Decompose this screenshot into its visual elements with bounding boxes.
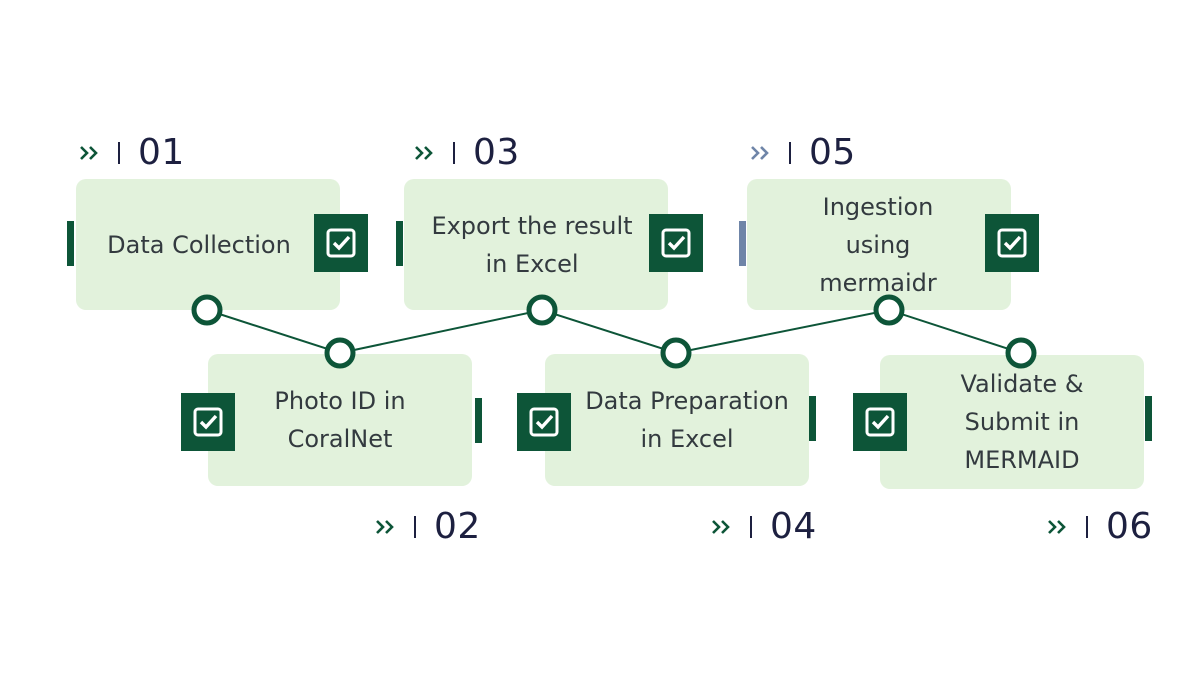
step-number-05: 05 — [749, 133, 856, 173]
checkbox-checked-icon — [517, 393, 571, 451]
checkbox-checked-icon — [314, 214, 368, 272]
step-label: Validate & Submit in MERMAID — [960, 370, 1084, 474]
step-side-bar — [475, 398, 482, 443]
checkbox-checked-icon — [649, 214, 703, 272]
step-label: Ingestion using mermaidr — [819, 192, 937, 297]
step-number-separator — [789, 142, 791, 164]
step-label: Data Preparation in Excel — [585, 387, 789, 453]
step-number-separator — [1086, 516, 1088, 538]
step-card-export-excel: Export the result in Excel — [404, 179, 668, 310]
step-number-06: 06 — [1046, 507, 1153, 547]
step-number-separator — [453, 142, 455, 164]
step-number-text: 01 — [138, 132, 185, 173]
step-number-text: 04 — [770, 506, 817, 547]
step-number-text: 03 — [473, 132, 520, 173]
step-number-02: 02 — [374, 507, 481, 547]
step-side-bar — [67, 221, 74, 266]
double-chevron-right-icon — [749, 143, 775, 163]
step-number-04: 04 — [710, 507, 817, 547]
step-label: Photo ID in CoralNet — [274, 387, 406, 453]
double-chevron-right-icon — [1046, 517, 1072, 537]
step-number-separator — [414, 516, 416, 538]
step-card-data-preparation: Data Preparation in Excel — [545, 354, 809, 486]
step-card-data-collection: Data Collection — [76, 179, 340, 310]
step-card-photo-id: Photo ID in CoralNet — [208, 354, 472, 486]
step-label: Export the result in Excel — [431, 211, 633, 278]
step-side-bar — [809, 396, 816, 441]
step-label: Data Collection — [107, 230, 291, 259]
step-number-03: 03 — [413, 133, 520, 173]
step-side-bar — [1145, 396, 1152, 441]
step-number-separator — [750, 516, 752, 538]
step-card-validate-submit: Validate & Submit in MERMAID — [880, 355, 1144, 489]
double-chevron-right-icon — [374, 517, 400, 537]
checkbox-checked-icon — [985, 214, 1039, 272]
double-chevron-right-icon — [710, 517, 736, 537]
step-side-bar — [739, 221, 746, 266]
step-number-text: 02 — [434, 506, 481, 547]
step-number-01: 01 — [78, 133, 185, 173]
double-chevron-right-icon — [413, 143, 439, 163]
step-number-text: 05 — [809, 132, 856, 173]
checkbox-checked-icon — [181, 393, 235, 451]
step-card-ingestion: Ingestion using mermaidr — [747, 179, 1011, 310]
step-number-separator — [118, 142, 120, 164]
step-number-text: 06 — [1106, 506, 1153, 547]
double-chevron-right-icon — [78, 143, 104, 163]
timeline-line — [206, 308, 1022, 355]
step-side-bar — [396, 221, 403, 266]
checkbox-checked-icon — [853, 393, 907, 451]
